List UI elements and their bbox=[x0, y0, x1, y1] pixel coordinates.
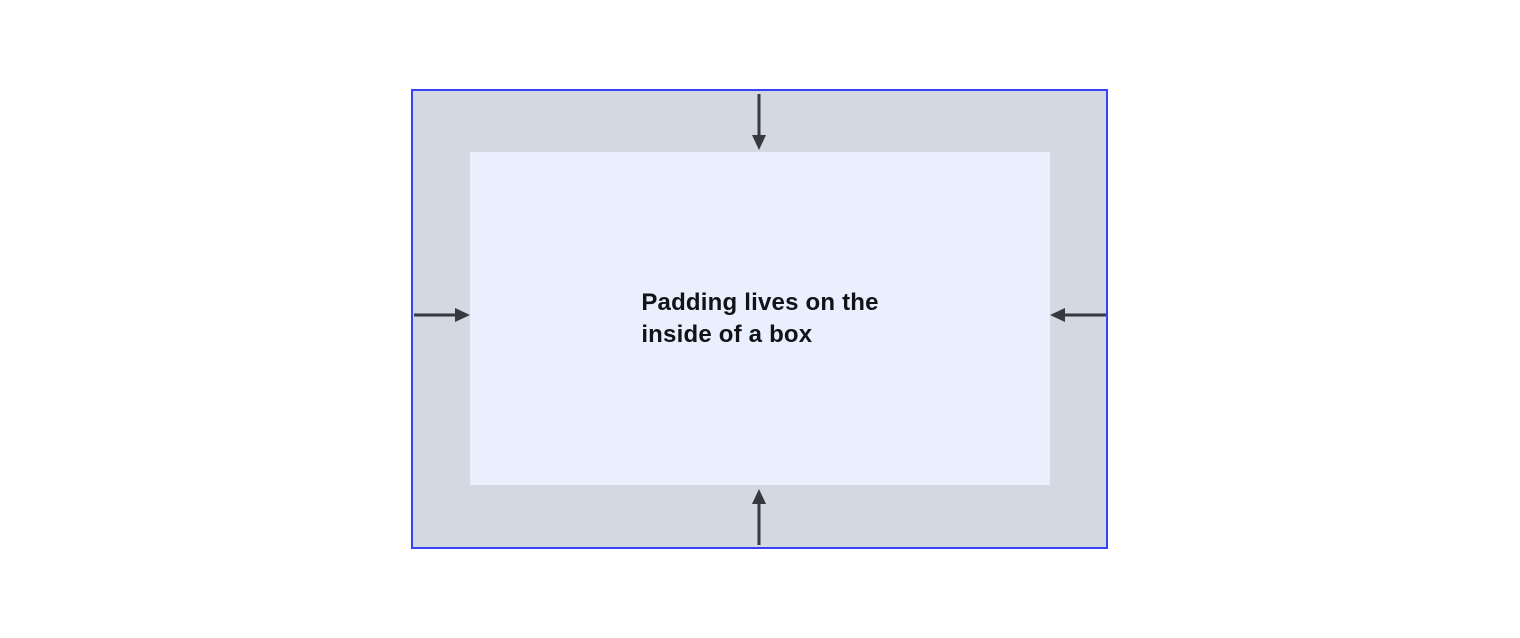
content-inner-box: Padding lives on the inside of a box bbox=[470, 152, 1050, 485]
arrow-right-icon bbox=[414, 308, 470, 322]
arrow-down-icon bbox=[752, 94, 766, 150]
diagram-label: Padding lives on the inside of a box bbox=[641, 287, 878, 351]
diagram-label-line: inside of a box bbox=[641, 320, 813, 348]
padding-outer-box: Padding lives on the inside of a box bbox=[411, 89, 1108, 549]
arrow-up-icon bbox=[752, 489, 766, 545]
diagram-label-line: Padding lives on the bbox=[641, 288, 879, 316]
arrow-left-icon bbox=[1050, 308, 1106, 322]
